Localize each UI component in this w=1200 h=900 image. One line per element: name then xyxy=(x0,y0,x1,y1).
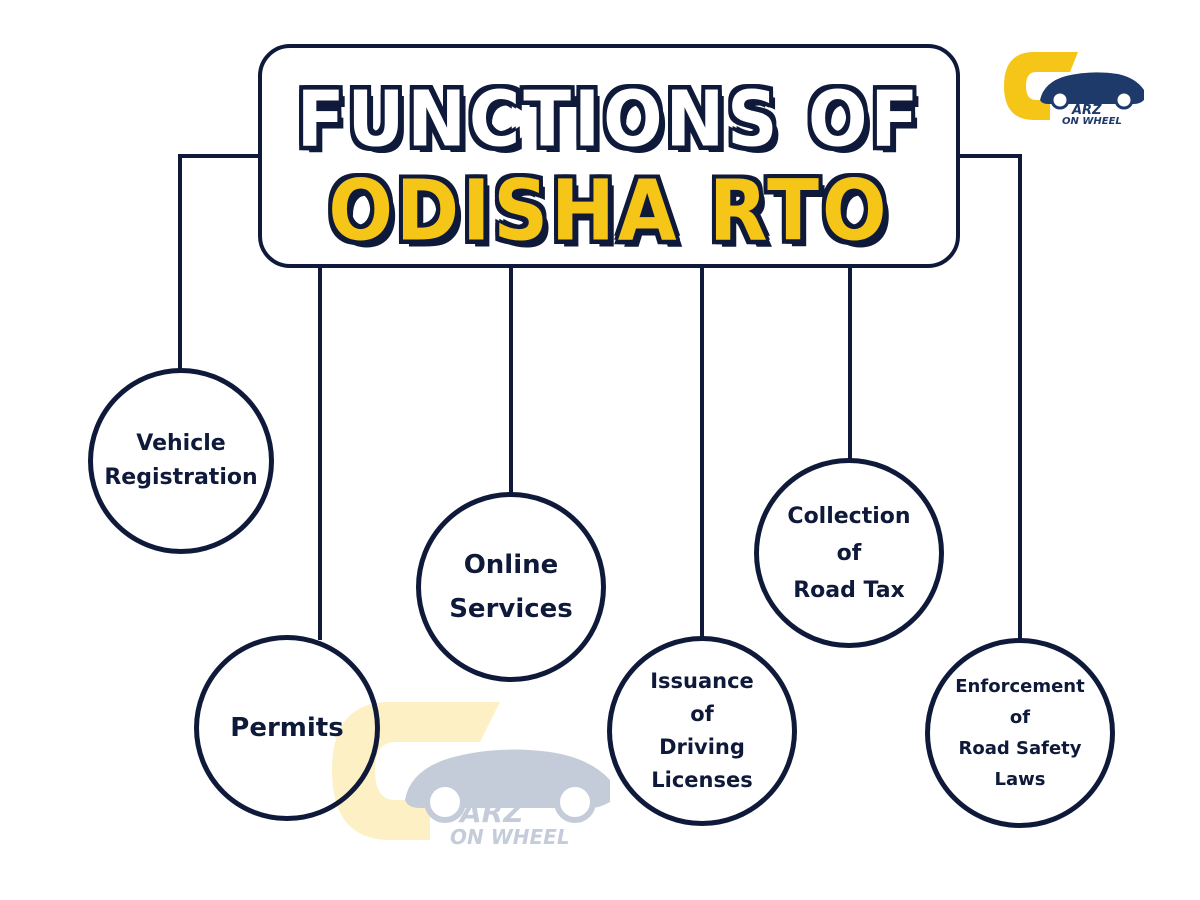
logo-wheel-front xyxy=(1050,90,1070,110)
node-label: Permits xyxy=(230,713,344,743)
logo-tagline: ON WHEEL xyxy=(1062,116,1122,126)
watermark-brand-letters: ARZ xyxy=(458,796,524,829)
connector-vehicle-registration xyxy=(178,154,258,372)
node-label: Issuance of Driving Licenses xyxy=(650,669,754,792)
node-collection-road-tax: Collection of Road Tax xyxy=(754,458,944,648)
brand-logo: ARZ ON WHEEL xyxy=(1004,52,1144,126)
logo-wheel-rear xyxy=(1114,90,1134,110)
node-label: Vehicle Registration xyxy=(104,431,258,490)
logo-brand-letters: ARZ xyxy=(1071,103,1102,118)
watermark-tagline: ON WHEEL xyxy=(450,825,570,849)
title-line-1: FUNCTIONS OF xyxy=(296,73,922,165)
node-label: Online Services xyxy=(449,550,573,624)
connector-enforcement-road-safety xyxy=(960,154,1022,642)
node-online-services: Online Services xyxy=(416,492,606,682)
logo-c-shape xyxy=(1004,52,1078,120)
title-box: FUNCTIONS OF ODISHA RTO xyxy=(258,44,960,268)
title-line-2: ODISHA RTO xyxy=(328,161,890,260)
watermark-wheel-rear xyxy=(554,781,596,823)
node-label: Enforcement of Road Safety Laws xyxy=(955,676,1085,790)
node-issuance-driving-licenses: Issuance of Driving Licenses xyxy=(607,636,797,826)
watermark-car-icon xyxy=(405,749,610,808)
watermark-wheel-front xyxy=(424,781,466,823)
node-permits: Permits xyxy=(194,635,380,821)
node-vehicle-registration: Vehicle Registration xyxy=(88,368,274,554)
node-enforcement-road-safety: Enforcement of Road Safety Laws xyxy=(925,638,1115,828)
node-label: Collection of Road Tax xyxy=(787,503,911,603)
